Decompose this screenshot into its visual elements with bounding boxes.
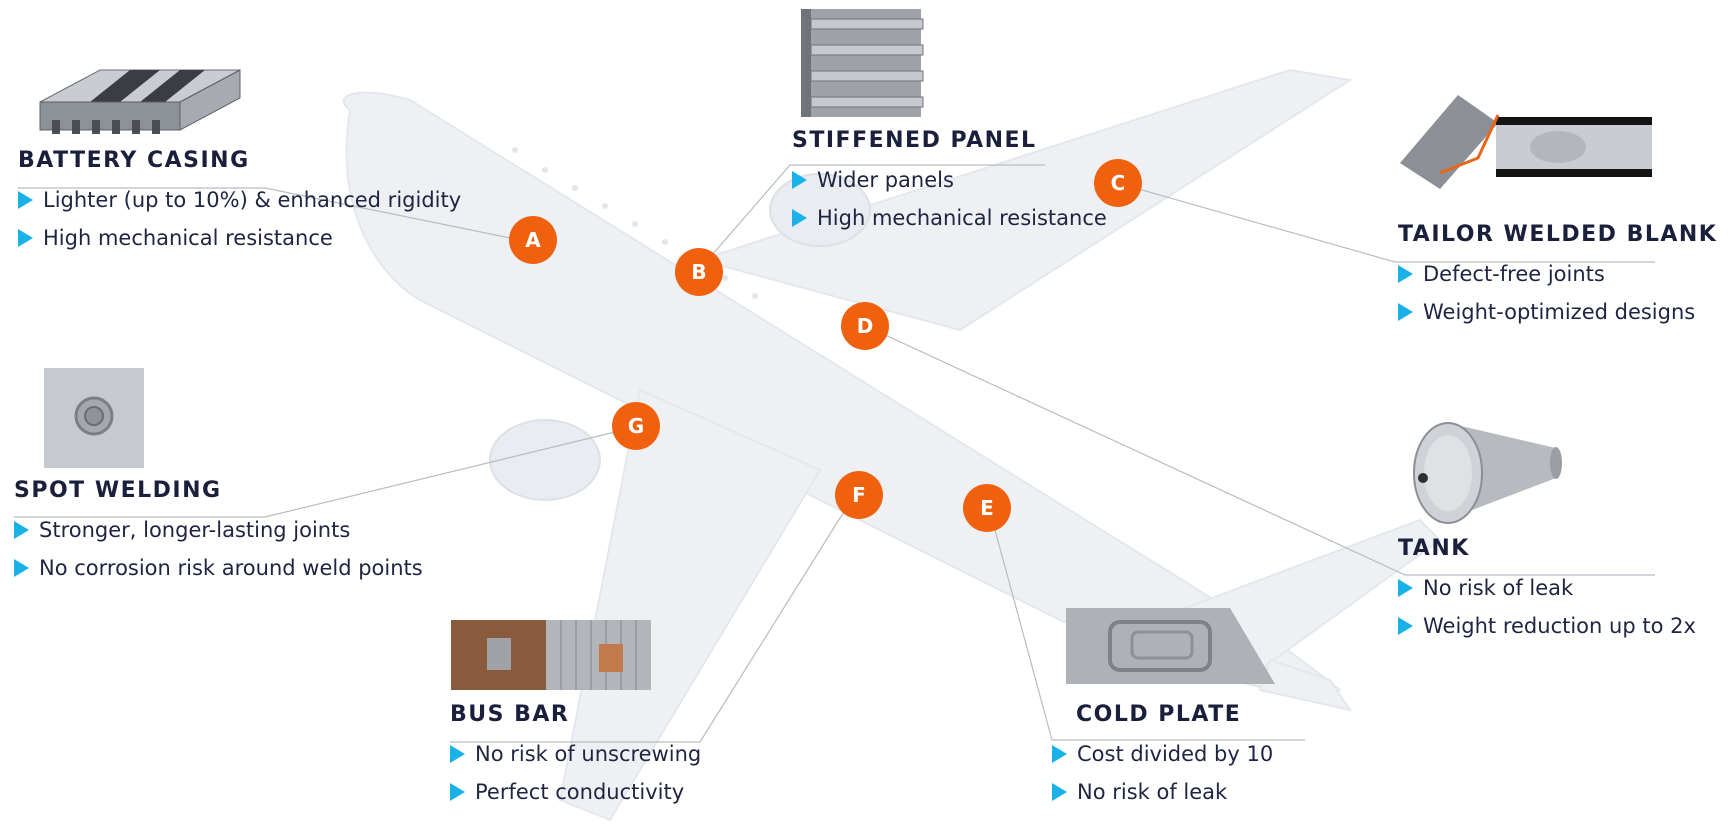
tailor-welded-blank-image bbox=[1400, 95, 1652, 189]
bus-bar-image bbox=[451, 620, 651, 690]
list-item: Wider panels bbox=[792, 161, 1107, 199]
bullet-icon bbox=[18, 229, 33, 247]
bullet-icon bbox=[1052, 783, 1067, 801]
marker-f[interactable]: F bbox=[835, 471, 883, 519]
bullet-icon bbox=[18, 191, 33, 209]
block-stiffened-panel: STIFFENED PANEL Wider panels High mechan… bbox=[792, 128, 1107, 237]
bullet-icon bbox=[1398, 303, 1413, 321]
list-item: High mechanical resistance bbox=[18, 219, 461, 257]
bullet-icon bbox=[792, 171, 807, 189]
marker-d[interactable]: D bbox=[841, 302, 889, 350]
list-item: Defect-free joints bbox=[1398, 255, 1717, 293]
cold-plate-image bbox=[1066, 608, 1275, 684]
marker-e[interactable]: E bbox=[963, 484, 1011, 532]
feature-list: Lighter (up to 10%) & enhanced rigidity … bbox=[18, 181, 461, 257]
stiffened-panel-image bbox=[801, 9, 924, 117]
list-item: Stronger, longer-lasting joints bbox=[14, 511, 423, 549]
bullet-icon bbox=[792, 209, 807, 227]
feature-list: No risk of leak Weight reduction up to 2… bbox=[1398, 569, 1696, 645]
block-tailor-welded-blank: TAILOR WELDED BLANK Defect-free joints W… bbox=[1398, 222, 1717, 331]
list-item: No corrosion risk around weld points bbox=[14, 549, 423, 587]
marker-g[interactable]: G bbox=[612, 402, 660, 450]
bullet-icon bbox=[14, 521, 29, 539]
list-item: Weight reduction up to 2x bbox=[1398, 607, 1696, 645]
block-title: BUS BAR bbox=[450, 702, 570, 727]
marker-b[interactable]: B bbox=[675, 248, 723, 296]
block-title: TANK bbox=[1398, 536, 1470, 561]
feature-list: Stronger, longer-lasting joints No corro… bbox=[14, 511, 423, 587]
list-item: Cost divided by 10 bbox=[1052, 735, 1273, 773]
block-title: COLD PLATE bbox=[1076, 702, 1242, 727]
block-battery-casing: BATTERY CASING Lighter (up to 10%) & enh… bbox=[18, 148, 461, 257]
bullet-icon bbox=[1398, 265, 1413, 283]
block-cold-plate: COLD PLATE Cost divided by 10 No risk of… bbox=[1052, 702, 1273, 811]
block-title: SPOT WELDING bbox=[14, 478, 222, 503]
feature-list: No risk of unscrewing Perfect conductivi… bbox=[450, 735, 701, 811]
bullet-icon bbox=[450, 745, 465, 763]
marker-a[interactable]: A bbox=[509, 216, 557, 264]
battery-casing-image bbox=[39, 69, 241, 134]
feature-list: Cost divided by 10 No risk of leak bbox=[1052, 735, 1273, 811]
bullet-icon bbox=[1398, 617, 1413, 635]
spot-welding-image bbox=[44, 368, 144, 468]
bullet-icon bbox=[1398, 579, 1413, 597]
block-tank: TANK No risk of leak Weight reduction up… bbox=[1398, 536, 1696, 645]
list-item: Perfect conductivity bbox=[450, 773, 701, 811]
bullet-icon bbox=[1052, 745, 1067, 763]
tank-image bbox=[1413, 422, 1562, 524]
block-title: BATTERY CASING bbox=[18, 148, 250, 173]
block-spot-welding: SPOT WELDING Stronger, longer-lasting jo… bbox=[14, 478, 423, 587]
list-item: No risk of leak bbox=[1398, 569, 1696, 607]
list-item: No risk of unscrewing bbox=[450, 735, 701, 773]
block-bus-bar: BUS BAR No risk of unscrewing Perfect co… bbox=[450, 702, 701, 811]
block-title: STIFFENED PANEL bbox=[792, 128, 1037, 153]
feature-list: Wider panels High mechanical resistance bbox=[792, 161, 1107, 237]
list-item: No risk of leak bbox=[1052, 773, 1273, 811]
bullet-icon bbox=[450, 783, 465, 801]
list-item: High mechanical resistance bbox=[792, 199, 1107, 237]
block-title: TAILOR WELDED BLANK bbox=[1398, 222, 1718, 247]
list-item: Weight-optimized designs bbox=[1398, 293, 1717, 331]
marker-c[interactable]: C bbox=[1094, 159, 1142, 207]
bullet-icon bbox=[14, 559, 29, 577]
feature-list: Defect-free joints Weight-optimized desi… bbox=[1398, 255, 1717, 331]
list-item: Lighter (up to 10%) & enhanced rigidity bbox=[18, 181, 461, 219]
